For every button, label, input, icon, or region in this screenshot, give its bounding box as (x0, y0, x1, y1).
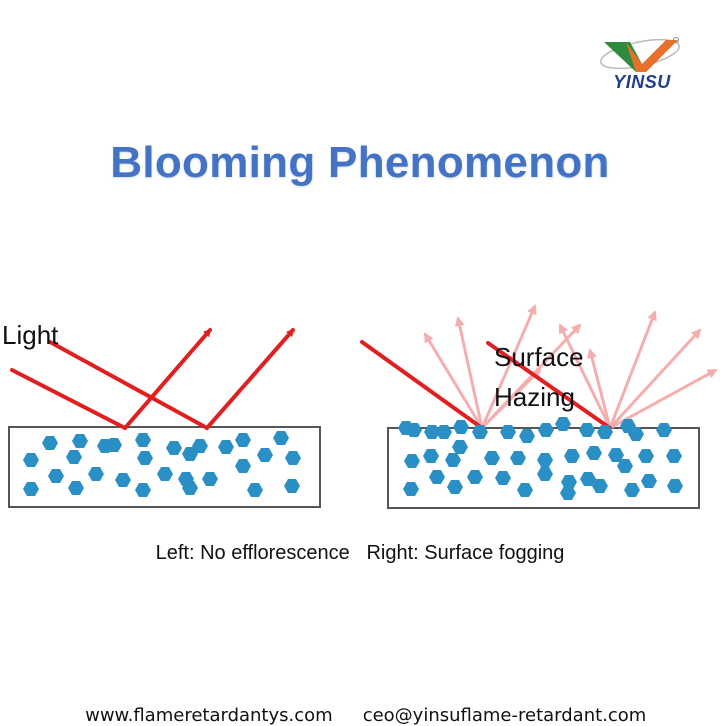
right-incoming-rays (360, 340, 612, 430)
light-label: Light (2, 320, 59, 350)
diagram-caption: Left: No efflorescence Right: Surface fo… (0, 542, 720, 565)
left-panel (8, 328, 321, 508)
right-panel (360, 304, 718, 509)
caption-left: Left: No efflorescence (155, 542, 350, 564)
website-link[interactable]: www.flameretardantys.com (85, 705, 333, 726)
diagram-graphics (8, 304, 718, 509)
email-link[interactable]: ceo@yinsuflame-retardant.com (362, 705, 647, 726)
caption-right: Right: Surface fogging (366, 542, 565, 564)
right-scatter-arrows (423, 304, 718, 430)
yinsu-v-logo-icon (600, 37, 680, 72)
blooming-diagram: Light Surface Hazing (0, 300, 720, 520)
surface-hazing-label-line1: Surface (494, 342, 584, 372)
brand-name: YINSU (613, 72, 671, 92)
page-title: Blooming Phenomenon (110, 138, 610, 187)
yinsu-logo: YINSU (596, 34, 688, 96)
surface-hazing-label-line2: Hazing (494, 382, 575, 412)
left-light-rays (10, 328, 295, 431)
